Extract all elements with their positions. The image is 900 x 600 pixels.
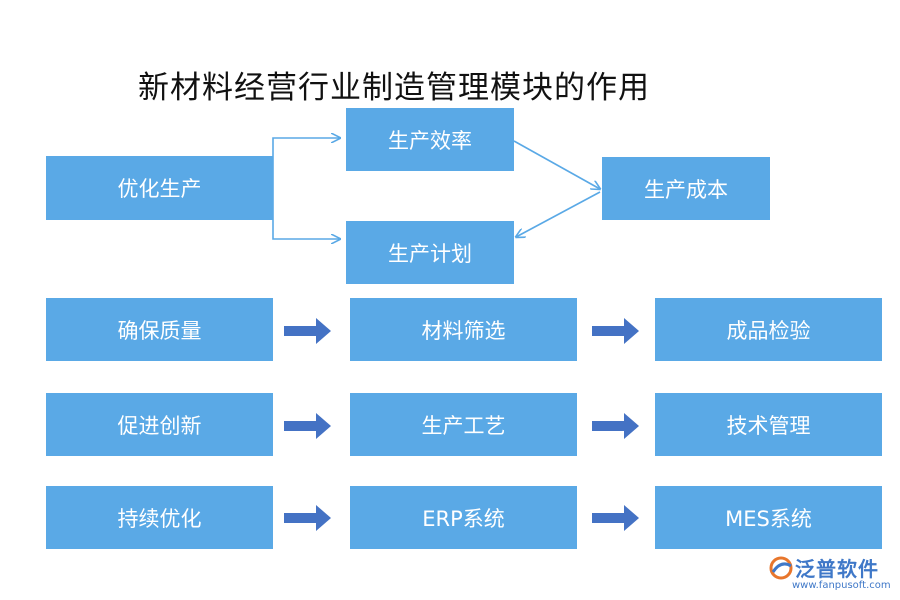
erp-system-box: ERP系统 bbox=[350, 486, 577, 549]
mes-system-label: MES系统 bbox=[725, 506, 812, 531]
continuous-optimization-box: 持续优化 bbox=[46, 486, 273, 549]
ensure-quality-box: 确保质量 bbox=[46, 298, 273, 361]
connector-to-planning bbox=[272, 188, 340, 239]
connector-to-efficiency bbox=[272, 138, 340, 188]
production-cost-box: 生产成本 bbox=[602, 157, 770, 220]
material-screening-label: 材料筛选 bbox=[421, 318, 506, 343]
row3-arrow-1 bbox=[284, 505, 331, 531]
optimize-production-box: 优化生产 bbox=[46, 156, 273, 220]
production-cost-label: 生产成本 bbox=[644, 177, 728, 202]
technology-management-box: 技术管理 bbox=[655, 393, 882, 456]
erp-system-label: ERP系统 bbox=[422, 506, 505, 531]
row1-arrow-1 bbox=[284, 318, 331, 344]
promote-innovation-box: 促进创新 bbox=[46, 393, 273, 456]
technology-management-label: 技术管理 bbox=[726, 413, 811, 438]
row2-arrow-1 bbox=[284, 413, 331, 439]
row3-arrow-2 bbox=[592, 505, 639, 531]
promote-innovation-label: 促进创新 bbox=[117, 413, 202, 438]
optimize-production-label: 优化生产 bbox=[117, 177, 202, 201]
brand-watermark: 泛普软件 bbox=[795, 557, 879, 581]
row2-arrow-2 bbox=[592, 413, 639, 439]
page-title: 新材料经营行业制造管理模块的作用 bbox=[138, 70, 650, 106]
mes-system-box: MES系统 bbox=[655, 486, 882, 549]
connector-efficiency-to-cost bbox=[513, 140, 600, 189]
production-process-box: 生产工艺 bbox=[350, 393, 577, 456]
finished-product-inspection-box: 成品检验 bbox=[655, 298, 882, 361]
production-planning-label: 生产计划 bbox=[388, 241, 472, 266]
connector-cost-to-planning bbox=[516, 191, 601, 237]
row1-arrow-2 bbox=[592, 318, 639, 344]
brand-url: www.fanpusoft.com bbox=[792, 580, 891, 591]
finished-product-inspection-label: 成品检验 bbox=[726, 318, 811, 343]
ensure-quality-label: 确保质量 bbox=[117, 318, 202, 343]
production-process-label: 生产工艺 bbox=[421, 413, 506, 438]
continuous-optimization-label: 持续优化 bbox=[117, 506, 202, 531]
production-efficiency-box: 生产效率 bbox=[346, 108, 514, 171]
material-screening-box: 材料筛选 bbox=[350, 298, 577, 361]
production-efficiency-label: 生产效率 bbox=[388, 128, 472, 153]
production-planning-box: 生产计划 bbox=[346, 221, 514, 284]
